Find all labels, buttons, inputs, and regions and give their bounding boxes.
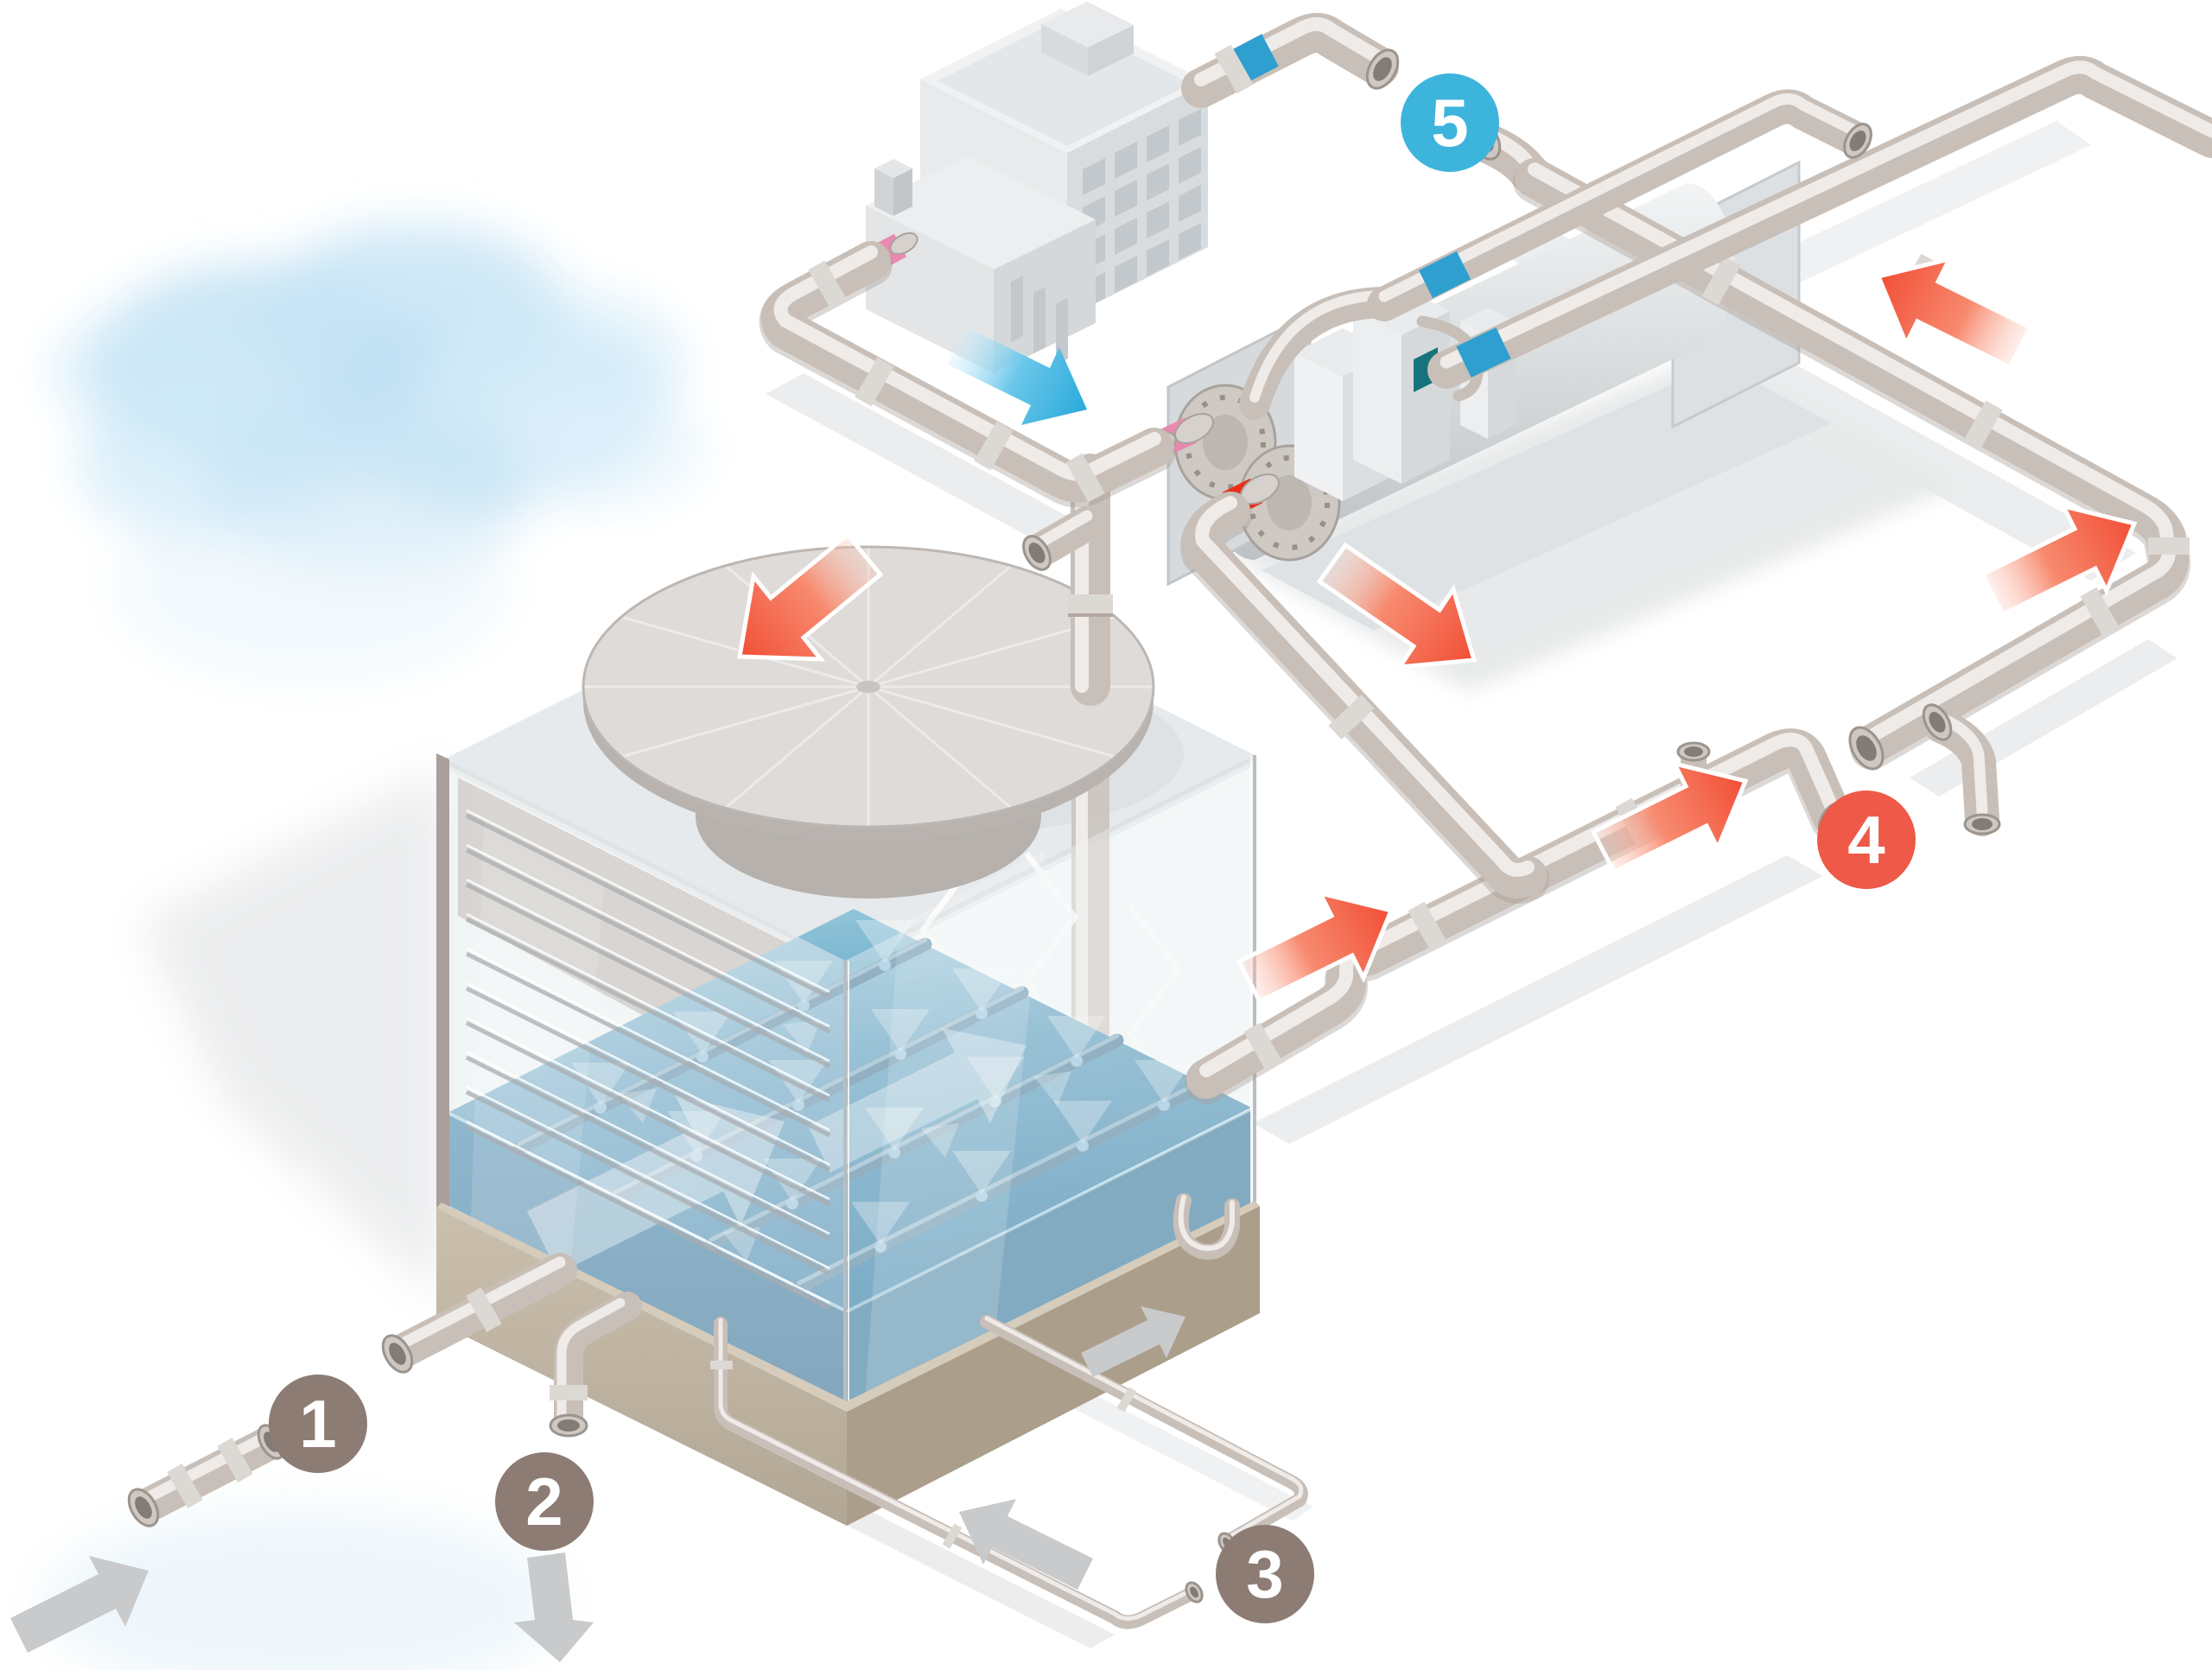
badge-3-label: 3 (1246, 1536, 1283, 1612)
drain-arrow-icon (959, 1499, 1093, 1590)
hot-air-into-tower-arrow-icon (737, 531, 884, 662)
chilled-band (1418, 251, 1471, 299)
makeup-water-line (127, 1262, 560, 1527)
chilled-band (1229, 34, 1279, 84)
blowdown-line (710, 1318, 1301, 1622)
hot-water-arrow-icon (1316, 542, 1478, 670)
overflow-drain-line (549, 1303, 627, 1438)
louver-slats (465, 809, 831, 1311)
hot-water-arrow-icon (1875, 256, 2034, 371)
chilled-band (1456, 327, 1511, 378)
condenser-loop-line (1535, 169, 2190, 834)
tower-riser-pipe (1022, 473, 1113, 686)
warm-return-line (781, 252, 1154, 498)
chilled-water-arrow-icon (948, 327, 1087, 425)
badge-5: 5 (1401, 73, 1499, 172)
building (856, 2, 1208, 373)
overflow-arrow-icon (514, 1553, 594, 1662)
hot-water-downcomer (1202, 503, 1528, 882)
badge-1: 1 (269, 1375, 367, 1473)
badge-4-label: 4 (1847, 802, 1885, 878)
badge-2: 2 (495, 1452, 594, 1551)
fan-assembly (582, 545, 1155, 898)
vapor-plume-icon (52, 225, 709, 683)
hot-water-arrow-icon (1979, 503, 2138, 618)
badge-4: 4 (1817, 791, 1916, 889)
step-badges: 1 2 3 4 5 (269, 73, 1916, 1623)
hot-water-arrow-icon (1236, 890, 1395, 1005)
badge-5-label: 5 (1431, 85, 1468, 161)
control-cabinet (1294, 287, 1516, 501)
hot-water-arrow-icon (1590, 760, 1749, 875)
drain-arrow-icon (1081, 1306, 1185, 1377)
badge-3: 3 (1216, 1525, 1314, 1623)
cold-water-outlet-line (1206, 740, 1854, 1083)
makeup-flow-arrow-icon (10, 1556, 149, 1653)
flow-arrows (10, 256, 2138, 1662)
piping (127, 24, 2212, 1622)
cooling-tower (436, 545, 1260, 1526)
badge-1-label: 1 (299, 1386, 336, 1462)
badge-2-label: 2 (525, 1464, 563, 1540)
